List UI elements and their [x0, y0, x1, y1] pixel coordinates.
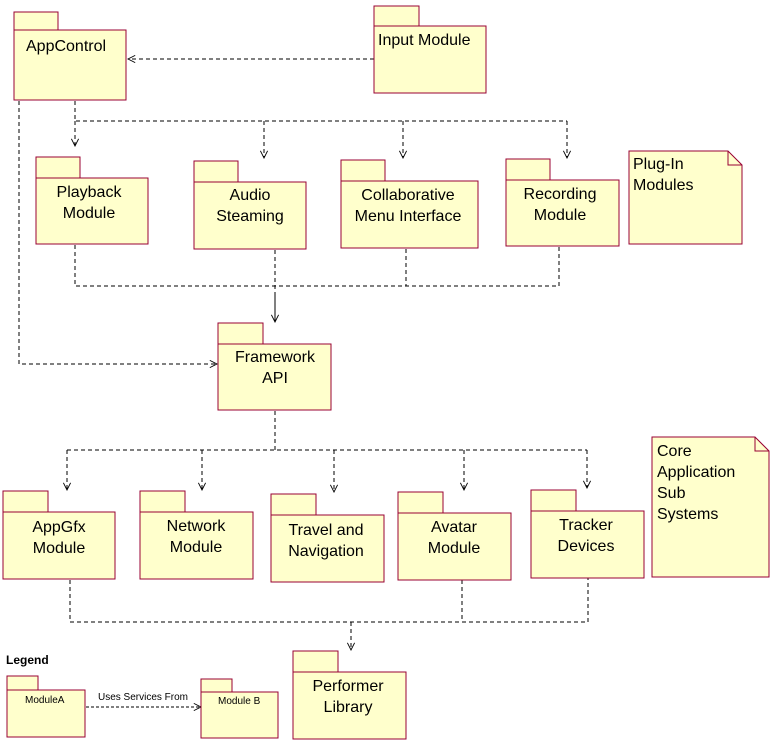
package-label: Collaborative	[361, 187, 454, 204]
package-label: Travel and	[289, 522, 364, 539]
package-label: Tracker	[559, 517, 613, 534]
legend: Legend ModuleA Uses Services From Module…	[6, 653, 279, 739]
package-label: Devices	[558, 538, 615, 555]
package-label: Performer	[312, 678, 384, 695]
note-label: Modules	[633, 177, 693, 194]
package-tab	[340, 159, 386, 182]
note-label: Sub	[657, 485, 686, 502]
legend-module-a-label: ModuleA	[25, 695, 65, 706]
package-body	[373, 25, 487, 94]
package-tab	[397, 491, 444, 514]
package-body	[35, 177, 149, 245]
package-body	[292, 671, 407, 740]
package-body	[193, 181, 307, 250]
package-body	[270, 514, 385, 583]
package-label: Navigation	[288, 543, 364, 560]
dep-core-bus	[69, 578, 589, 623]
package-tab	[13, 11, 59, 31]
package-body	[2, 511, 116, 580]
package-body	[530, 510, 645, 579]
dep-plugins-bus	[74, 245, 560, 322]
package-label: Module	[63, 205, 116, 222]
package-tab	[373, 5, 420, 27]
note-shape	[628, 150, 743, 245]
package-body	[13, 29, 127, 101]
package-tab	[530, 489, 577, 512]
package-label: Framework	[235, 349, 316, 366]
package-label: Audio	[230, 187, 271, 204]
package-tab	[2, 490, 49, 513]
package-label: Module	[33, 540, 86, 557]
note-label: Plug-In	[633, 156, 684, 173]
package-body	[340, 180, 479, 249]
legend-module-b: Module B	[200, 678, 279, 739]
package-label: Library	[324, 699, 373, 716]
package-tab	[505, 158, 551, 181]
legend-relation-label: Uses Services From	[98, 692, 188, 703]
package-tab	[35, 156, 81, 179]
package-label: AppGfx	[32, 519, 85, 536]
note-fold	[727, 151, 742, 166]
package-appcontrol: AppControl	[13, 11, 127, 101]
note-label: Core	[657, 443, 692, 460]
note-label: Systems	[657, 506, 718, 523]
package-label: Menu Interface	[355, 208, 462, 225]
package-label: Steaming	[216, 208, 284, 225]
dep-appcontrol-trunk	[74, 101, 567, 122]
package-body	[505, 179, 620, 247]
legend-module-b-label: Module B	[218, 696, 261, 707]
package-body	[139, 511, 254, 580]
package-input: Input Module	[373, 5, 487, 94]
dependency-lines	[18, 59, 589, 707]
package-tab	[270, 493, 317, 516]
note-label: Application	[657, 464, 735, 481]
package-tab	[139, 490, 186, 513]
package-label: Recording	[524, 186, 597, 203]
package-tab	[217, 322, 264, 345]
package-tab	[292, 650, 339, 673]
package-label: Playback	[57, 184, 123, 201]
package-label: Module	[534, 207, 587, 224]
package-label: AppControl	[26, 38, 106, 55]
package-body	[217, 343, 332, 411]
legend-title: Legend	[6, 653, 49, 667]
package-label: Input Module	[378, 32, 471, 49]
package-label: API	[262, 370, 288, 387]
dep-framework-trunk	[67, 411, 587, 451]
package-label: Module	[428, 540, 481, 557]
legend-module-a: ModuleA	[6, 675, 86, 738]
package-label: Network	[167, 518, 227, 535]
dep-appcontrol-to-framework	[18, 101, 217, 364]
note-fold	[754, 437, 769, 452]
package-tab	[193, 160, 239, 183]
note-shape	[651, 436, 770, 578]
package-label: Module	[170, 539, 223, 556]
package-label: Avatar	[431, 519, 478, 536]
package-body	[397, 512, 512, 581]
